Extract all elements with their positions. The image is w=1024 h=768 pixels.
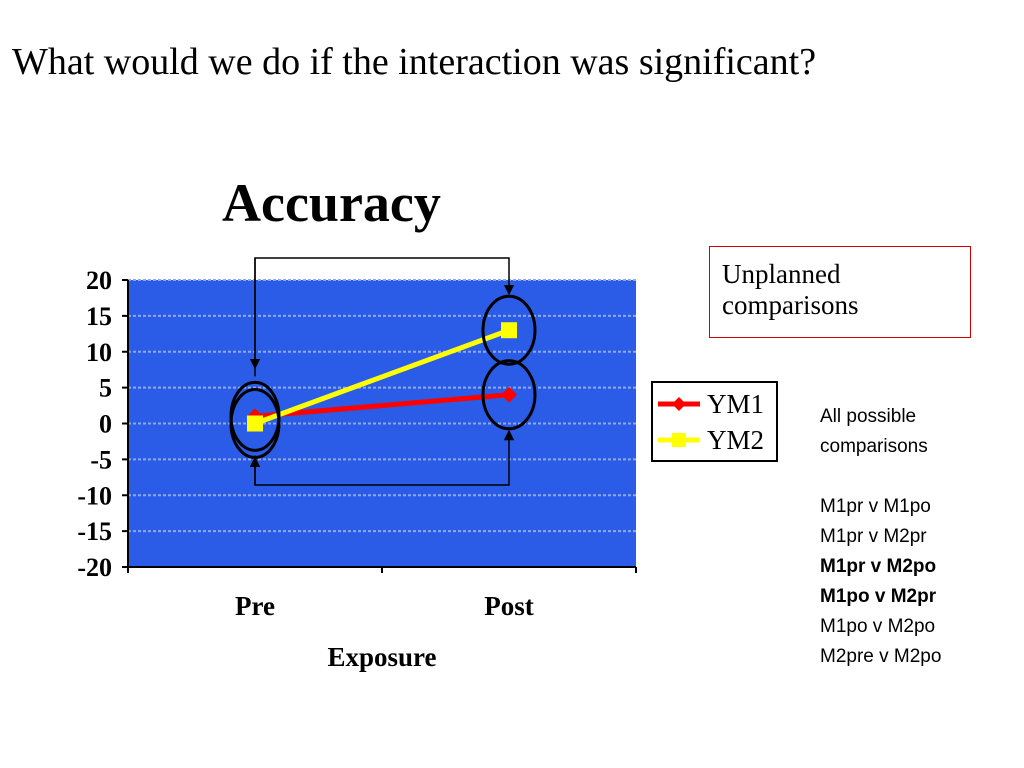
plot-area [128, 280, 636, 567]
point-circle [229, 388, 281, 459]
comparison-item: M1po v M2pr [820, 586, 937, 607]
point-circle [481, 294, 537, 366]
y-tick-labels: 20 15 10 5 0 -5 -10 -15 -20 [77, 266, 112, 582]
comparison-item: M1pr v M1po [820, 496, 931, 517]
legend-ym1-marker [672, 397, 686, 411]
legend-ym2-marker [672, 433, 686, 447]
y-tick-label: 20 [86, 266, 112, 295]
comparison-item: M1po v M2po [820, 616, 936, 637]
axes [122, 279, 637, 573]
data-point-ym2 [247, 415, 263, 432]
unplanned-comparisons-callout: Unplanned comparisons [709, 246, 971, 338]
y-tick-label: 5 [99, 374, 112, 403]
slide-title: What would we do if the interaction was … [12, 41, 817, 83]
x-tick-label: Pre [235, 591, 275, 621]
series [247, 322, 517, 432]
y-tick-label: -5 [90, 445, 112, 474]
legend-ym2-label: YM2 [707, 425, 764, 455]
y-tick-label: 10 [86, 338, 112, 367]
comparison-item: M1pr v M2pr [820, 526, 927, 547]
x-axis-label: Exposure [327, 642, 436, 672]
comparison-connectors [249, 257, 515, 486]
series-line-ym1 [254, 392, 510, 419]
point-circle [481, 359, 537, 431]
chart-title: Accuracy [222, 173, 441, 233]
point-circles [229, 294, 537, 459]
x-tick-labels: Pre Post [235, 591, 534, 621]
comparison-item: M2pre v M2po [820, 646, 942, 667]
comparisons-heading-1: All possible [820, 406, 917, 427]
x-tick-label: Post [484, 591, 534, 621]
comparison-item: M1pr v M2po [820, 556, 937, 577]
legend: YM1 YM2 [651, 381, 778, 462]
data-point-ym1 [501, 386, 517, 403]
comparisons-heading-2: comparisons [820, 436, 928, 457]
y-tick-label: -15 [77, 517, 112, 546]
comparisons-spacer [820, 462, 941, 492]
data-point-ym2 [501, 322, 517, 339]
y-tick-label: -10 [77, 481, 112, 510]
y-tick-label: -20 [77, 553, 112, 582]
legend-box [651, 381, 778, 462]
y-tick-label: 0 [99, 410, 112, 439]
callout-line-1: Unplanned [722, 259, 841, 289]
y-tick-label: 15 [86, 302, 112, 331]
legend-ym1-label: YM1 [707, 389, 764, 419]
callout-line-2: comparisons [722, 290, 859, 321]
series-line-ym2 [254, 327, 510, 426]
